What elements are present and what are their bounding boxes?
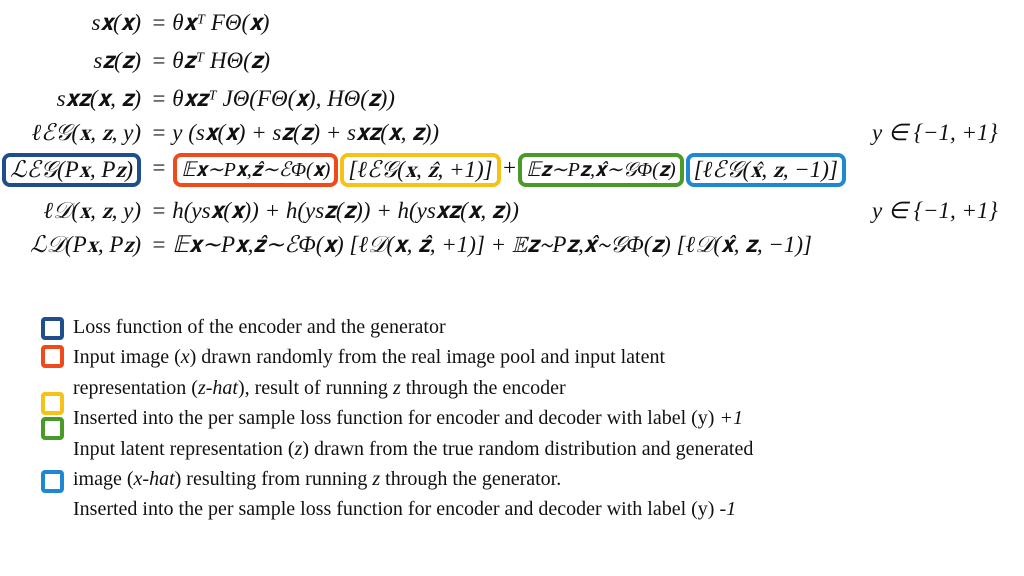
equation-lhs: ℒ𝒟(P𝐱, P𝐳)	[30, 232, 141, 257]
equation-row: s𝐱(𝐱) = θ𝐱ᵀ FΘ(𝐱)	[0, 6, 1024, 40]
text-part: z-hat	[197, 376, 238, 399]
color-legend: Loss function of the encoder and the gen…	[38, 312, 998, 525]
text-part: Inserted into the per sample loss functi…	[73, 407, 720, 430]
equals-sign: =	[151, 155, 167, 180]
text-part: Input image (	[73, 346, 181, 369]
legend-line: image (x-hat) resulting from running z t…	[38, 464, 998, 494]
legend-line: Inserted into the per sample loss functi…	[38, 403, 998, 433]
text-part: ), result of running	[237, 376, 393, 399]
text-part: image (	[73, 467, 134, 490]
red-square-icon	[41, 345, 64, 368]
equation-condition: y ∈ {−1, +1}	[872, 120, 998, 145]
legend-text: Input latent representation (z) drawn fr…	[73, 434, 753, 464]
light-blue-square-icon	[41, 470, 64, 493]
text-part: through the encoder	[400, 376, 566, 399]
equation-row: s𝐳(𝐳) = θ𝐳ᵀ HΘ(𝐳)	[0, 44, 1024, 78]
equation-rhs: = θ𝐱𝐳ᵀ JΘ(FΘ(𝐱), HΘ(𝐳))	[151, 86, 395, 111]
yellow-square-icon	[41, 392, 64, 415]
equation-rhs: = 𝔼𝐱∼P𝐱,𝐳̂∼ℰΦ(𝐱)[ℓℰ𝒢(𝐱, 𝐳̂, +1)]+𝔼𝐳∼P𝐳,𝐱…	[151, 151, 847, 187]
red-box: 𝔼𝐱∼P𝐱,𝐳̂∼ℰΦ(𝐱)	[173, 152, 339, 187]
legend-line: Input image (x) drawn randomly from the …	[38, 342, 998, 372]
legend-text: image (x-hat) resulting from running z t…	[73, 464, 561, 494]
legend-text: Input image (x) drawn randomly from the …	[73, 342, 665, 372]
text-part: ) drawn from the true random distributio…	[302, 437, 754, 460]
legend-line: representation (z-hat), result of runnin…	[38, 373, 998, 403]
equation-lhs: s𝐱𝐳(𝐱, 𝐳)	[56, 86, 141, 111]
equation-lhs: ℓ𝒟(𝐱, 𝐳, y)	[43, 198, 141, 223]
equation-rhs: = 𝔼𝐱∼P𝐱,𝐳̂∼ℰΦ(𝐱) [ℓ𝒟(𝐱, 𝐳̂, +1)] + 𝔼𝐳∼P𝐳…	[151, 232, 812, 257]
plus-sign: +	[501, 155, 518, 180]
green-square-icon	[41, 417, 64, 440]
equation-lhs: ℓℰ𝒢(𝐱, 𝐳, y)	[31, 120, 141, 145]
equation-row: ℒ𝒟(P𝐱, P𝐳) = 𝔼𝐱∼P𝐱,𝐳̂∼ℰΦ(𝐱) [ℓ𝒟(𝐱, 𝐳̂, +…	[0, 228, 1024, 262]
equation-rhs: = h(ys𝐱(𝐱)) + h(ys𝐳(𝐳)) + h(ys𝐱𝐳(𝐱, 𝐳))	[151, 198, 519, 223]
equation-rhs: = y (s𝐱(𝐱) + s𝐳(𝐳) + s𝐱𝐳(𝐱, 𝐳))	[151, 120, 440, 145]
equation-row: s𝐱𝐳(𝐱, 𝐳) = θ𝐱𝐳ᵀ JΘ(FΘ(𝐱), HΘ(𝐳))	[0, 82, 1024, 116]
light-blue-box: [ℓℰ𝒢(𝐱̂, 𝐳, −1)]	[685, 152, 846, 187]
text-part: z	[372, 467, 381, 490]
text-part: ) drawn randomly from the real image poo…	[189, 346, 666, 369]
legend-text: Loss function of the encoder and the gen…	[73, 316, 446, 338]
yellow-box: [ℓℰ𝒢(𝐱, 𝐳̂, +1)]	[340, 152, 501, 187]
text-part: z	[294, 437, 303, 460]
equation-rhs: = θ𝐱ᵀ FΘ(𝐱)	[151, 10, 270, 35]
equation-lhs: ℒℰ𝒢(P𝐱, P𝐳)	[1, 151, 141, 187]
equation-condition: y ∈ {−1, +1}	[872, 198, 998, 223]
text-part: x-hat	[133, 467, 175, 490]
text-part: Input latent representation (	[73, 437, 295, 460]
text-part: Inserted into the per sample loss functi…	[73, 498, 720, 521]
dark-blue-box: ℒℰ𝒢(P𝐱, P𝐳)	[2, 152, 141, 187]
text-part: representation (	[73, 376, 198, 399]
equation-row: ℓ𝒟(𝐱, 𝐳, y) = h(ys𝐱(𝐱)) + h(ys𝐳(𝐳)) + h(…	[0, 194, 1024, 228]
legend-text: Inserted into the per sample loss functi…	[73, 403, 743, 433]
text-part: -1	[719, 498, 737, 521]
legend-line: Loss function of the encoder and the gen…	[38, 312, 998, 342]
text-part: +1	[719, 407, 743, 430]
legend-line: Inserted into the per sample loss functi…	[38, 494, 998, 524]
legend-line: Input latent representation (z) drawn fr…	[38, 434, 998, 464]
equation-lhs: s𝐳(𝐳)	[93, 48, 141, 73]
equation-row: ℓℰ𝒢(𝐱, 𝐳, y) = y (s𝐱(𝐱) + s𝐳(𝐳) + s𝐱𝐳(𝐱,…	[0, 116, 1024, 150]
equation-lhs: s𝐱(𝐱)	[91, 10, 141, 35]
equation-row-boxed: ℒℰ𝒢(P𝐱, P𝐳) = 𝔼𝐱∼P𝐱,𝐳̂∼ℰΦ(𝐱)[ℓℰ𝒢(𝐱, 𝐳̂, …	[0, 151, 1024, 187]
text-part: z	[392, 376, 401, 399]
dark-blue-square-icon	[41, 317, 64, 340]
legend-text: Inserted into the per sample loss functi…	[73, 494, 736, 524]
text-part: ) resulting from running	[174, 467, 373, 490]
text-part: x	[180, 346, 190, 369]
legend-text: representation (z-hat), result of runnin…	[73, 373, 566, 403]
text-part: through the generator.	[380, 467, 562, 490]
equation-rhs: = θ𝐳ᵀ HΘ(𝐳)	[151, 48, 271, 73]
green-box: 𝔼𝐳∼P𝐳,𝐱̂∼𝒢Φ(𝐳)	[518, 152, 684, 187]
